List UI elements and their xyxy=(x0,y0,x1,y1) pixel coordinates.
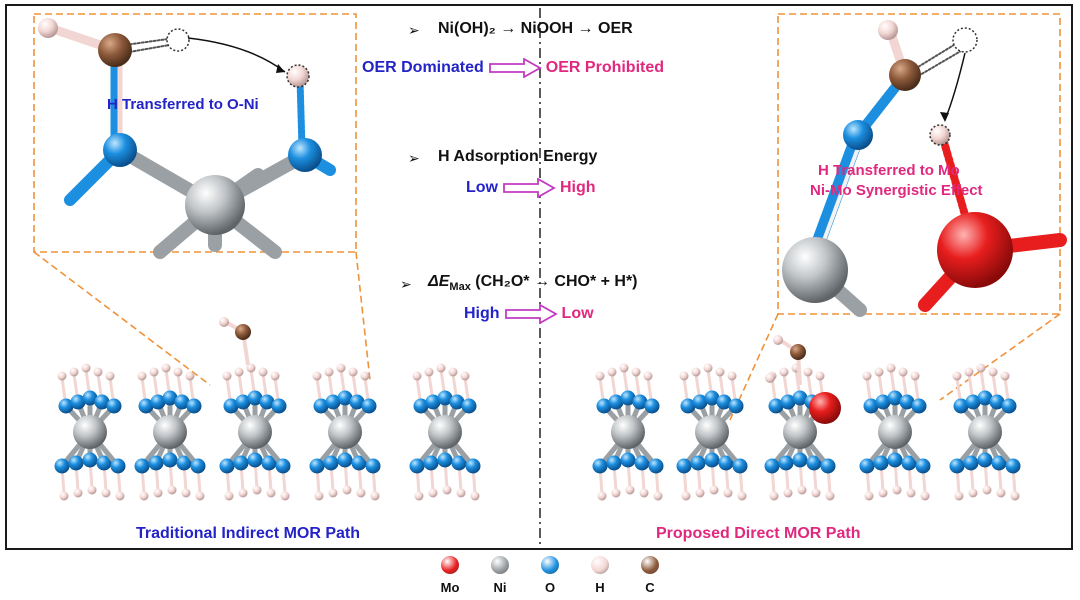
bullet-arrow-icon: ➢ xyxy=(408,22,420,38)
legend-swatch xyxy=(541,556,559,574)
hollow-arrow-icon xyxy=(488,58,542,78)
right-callout-line-b xyxy=(939,313,1061,401)
right-callout-line-a xyxy=(729,313,779,421)
step2-left: Low xyxy=(466,179,498,196)
right-adsorbate xyxy=(765,335,841,424)
left-callout-line-a xyxy=(33,251,211,386)
right-slab xyxy=(592,363,1021,501)
legend-label: O xyxy=(544,580,556,595)
step3-flow: High Low xyxy=(464,304,594,324)
legend-label: C xyxy=(645,580,655,595)
left-inset-label: H Transferred to O-Ni xyxy=(107,96,259,113)
right-inset xyxy=(777,13,1067,317)
step3-left: High xyxy=(464,305,500,322)
step2-right: High xyxy=(560,179,596,196)
step3-delta: ΔE xyxy=(428,273,450,290)
step2-line: H Adsorption Energy xyxy=(438,148,598,165)
left-inset xyxy=(33,13,357,259)
legend-item-ni: Ni xyxy=(470,556,530,595)
left-slab xyxy=(54,363,481,501)
step1-line: Ni(OH)₂ → NiOOH → OER xyxy=(438,20,633,37)
hollow-arrow-icon xyxy=(504,304,558,324)
step3-right: Low xyxy=(561,305,594,322)
legend-swatch xyxy=(591,556,609,574)
step3-sub: Max xyxy=(449,281,471,294)
bullet-arrow-icon: ➢ xyxy=(400,276,412,292)
legend-item-mo: Mo xyxy=(420,556,480,595)
legend-label: Mo xyxy=(440,580,460,595)
right-inset-label-1: H Transferred to Mo xyxy=(818,162,960,179)
bullet-arrow-icon: ➢ xyxy=(408,150,420,166)
legend-swatch xyxy=(641,556,659,574)
legend-swatch xyxy=(441,556,459,574)
step3-rest: (CH₂O* → CHO* + H*) xyxy=(470,273,638,290)
figure-frame xyxy=(5,4,1073,550)
step1-right: OER Prohibited xyxy=(545,59,665,76)
step2-flow: Low High xyxy=(466,178,596,198)
legend-item-c: C xyxy=(620,556,680,595)
legend-label: H xyxy=(595,580,605,595)
legend-label: Ni xyxy=(493,580,507,595)
hollow-arrow-icon xyxy=(503,178,556,198)
left-caption: Traditional Indirect MOR Path xyxy=(136,525,361,542)
right-inset-label-2: Ni-Mo Synergistic Effect xyxy=(810,182,983,199)
legend-swatch xyxy=(491,556,509,574)
atom-legend: Mo Ni O H C xyxy=(0,556,1080,600)
legend-item-h: H xyxy=(570,556,630,595)
legend-item-o: O xyxy=(520,556,580,595)
right-caption: Proposed Direct MOR Path xyxy=(656,525,861,542)
step1-left: OER Dominated xyxy=(362,59,484,76)
step3-line: ΔEMax (CH₂O* → CHO* + H*) xyxy=(428,273,638,293)
left-callout-line-b xyxy=(355,251,371,381)
step1-flow: OER Dominated OER Prohibited xyxy=(362,58,664,78)
left-adsorbate xyxy=(219,317,251,366)
